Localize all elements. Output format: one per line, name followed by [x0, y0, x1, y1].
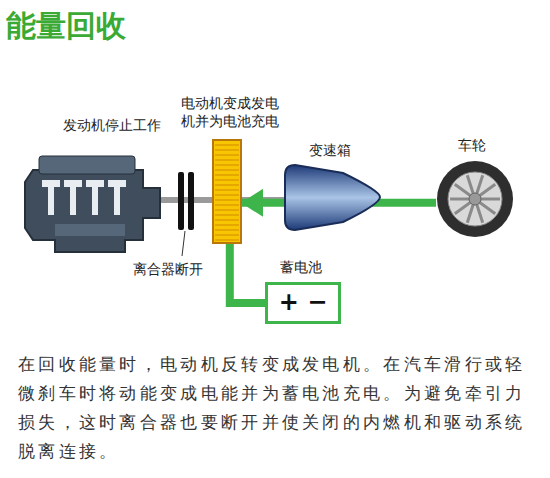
part-label: 电动机变成发电机并为电池充电 — [181, 94, 283, 130]
winding — [215, 230, 239, 231]
part-label: 蓄电池 — [280, 258, 322, 276]
winding — [215, 150, 239, 151]
winding — [215, 165, 239, 166]
part-label: 发动机停止工作 — [63, 116, 161, 134]
engine-block — [25, 170, 160, 252]
valve — [42, 180, 60, 215]
clutch-shape — [176, 172, 196, 230]
engine: 发动机停止工作 — [25, 140, 160, 255]
part-label: 车轮 — [458, 136, 486, 154]
engine-head — [39, 156, 135, 174]
engine-shape — [25, 140, 160, 255]
leader-line — [182, 231, 185, 256]
clutch-plate — [188, 172, 194, 230]
motor-body — [213, 140, 241, 243]
gearbox-shape — [285, 165, 380, 230]
winding — [215, 195, 239, 196]
shaft — [160, 197, 214, 203]
winding — [215, 145, 239, 146]
tire — [437, 161, 513, 237]
energy-flow-arrow — [230, 243, 265, 303]
winding — [215, 185, 239, 186]
winding — [215, 200, 239, 201]
rim — [448, 172, 502, 226]
winding — [215, 155, 239, 156]
part-label: 离合器断开 — [133, 260, 203, 278]
winding — [215, 170, 239, 171]
gearbox-body — [285, 165, 380, 230]
battery: 蓄电池+ − — [265, 282, 341, 324]
winding — [215, 205, 239, 206]
hub — [469, 193, 481, 205]
winding — [215, 180, 239, 181]
valve — [64, 180, 82, 215]
winding — [215, 160, 239, 161]
gearbox: 变速箱 — [285, 165, 380, 230]
part-label: 变速箱 — [309, 141, 351, 159]
winding — [215, 175, 239, 176]
motor-generator: 电动机变成发电机并为电池充电 — [213, 140, 241, 243]
title: 能量回收 — [6, 6, 126, 47]
caption: 在回收能量时，电动机反转变成发电机。在汽车滑行或轻微刹车时将动能变成电能并为蓄电… — [18, 350, 540, 466]
wheel-shape — [436, 160, 514, 238]
battery-terminals: + − — [279, 287, 328, 318]
clutch: 离合器断开 — [176, 172, 196, 230]
winding — [215, 190, 239, 191]
engine-sump — [55, 224, 125, 236]
winding — [215, 215, 239, 216]
winding — [215, 225, 239, 226]
winding — [215, 210, 239, 211]
motor-shape — [213, 140, 241, 243]
winding — [215, 220, 239, 221]
battery-body — [267, 284, 340, 323]
winding — [215, 235, 239, 236]
winding — [215, 240, 239, 241]
valve — [108, 180, 126, 215]
clutch-plate — [178, 172, 184, 230]
wheel: 车轮 — [436, 160, 514, 238]
valve — [86, 180, 104, 215]
